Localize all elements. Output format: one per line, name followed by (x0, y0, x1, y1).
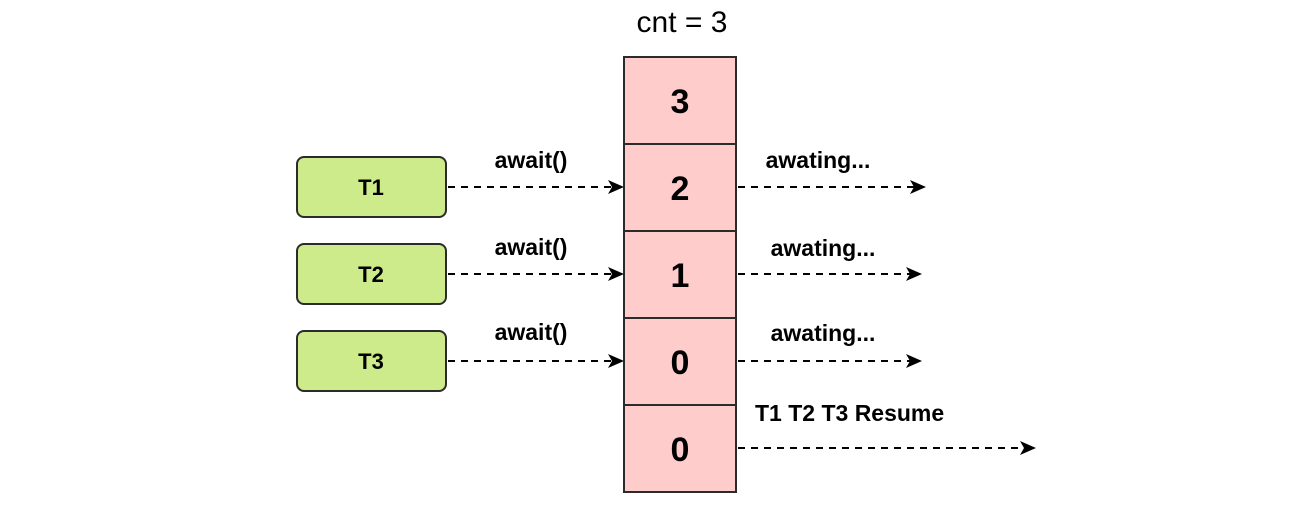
arrowhead-icon (608, 354, 624, 368)
thread-label: T1 (358, 175, 384, 200)
arrowhead-icon (910, 180, 926, 194)
counter-cell-value: 3 (671, 83, 690, 121)
waiting-arrow-1: awating... (738, 147, 926, 194)
waiting-label: awating... (771, 235, 876, 261)
resume-label: T1 T2 T3 Resume (755, 400, 944, 426)
counter-cell-value: 0 (671, 344, 690, 382)
await-arrow-t3: await() (448, 319, 624, 368)
counter-cell-value: 1 (671, 257, 690, 295)
await-label: await() (495, 319, 568, 345)
arrowhead-icon (608, 267, 624, 281)
counter-cell-box (623, 143, 737, 232)
counter-cell-value: 2 (671, 170, 690, 208)
arrowhead-icon (1020, 441, 1036, 455)
await-label: await() (495, 234, 568, 260)
thread-label: T3 (358, 349, 384, 374)
thread-node-t1: T1 (296, 156, 447, 218)
counter-column: 3 2 1 0 0 (623, 56, 737, 493)
await-label: await() (495, 147, 568, 173)
await-arrow-t2: await() (448, 234, 624, 281)
waiting-label: awating... (771, 320, 876, 346)
counter-cell-box (623, 230, 737, 319)
waiting-arrow-3: awating... (738, 320, 922, 368)
resume-arrow: T1 T2 T3 Resume (738, 400, 1036, 455)
counter-cell-box (623, 56, 737, 145)
thread-box (296, 330, 447, 392)
diagram-title: cnt = 3 (637, 6, 728, 39)
counter-cell: 0 (623, 404, 737, 493)
counter-cell-value: 0 (671, 431, 690, 469)
counter-cell-box (623, 404, 737, 493)
waiting-label: awating... (766, 147, 871, 173)
thread-box (296, 156, 447, 218)
thread-box (296, 243, 447, 305)
await-arrow-t1: await() (448, 147, 624, 194)
thread-node-t3: T3 (296, 330, 447, 392)
thread-node-t2: T2 (296, 243, 447, 305)
counter-cell: 1 (623, 230, 737, 319)
arrowhead-icon (608, 180, 624, 194)
thread-label: T2 (358, 262, 384, 287)
counter-cell: 0 (623, 317, 737, 406)
counter-cell: 2 (623, 143, 737, 232)
counter-cell-box (623, 317, 737, 406)
arrowhead-icon (906, 354, 922, 368)
arrowhead-icon (906, 267, 922, 281)
counter-cell: 3 (623, 56, 737, 145)
waiting-arrow-2: awating... (738, 235, 922, 281)
